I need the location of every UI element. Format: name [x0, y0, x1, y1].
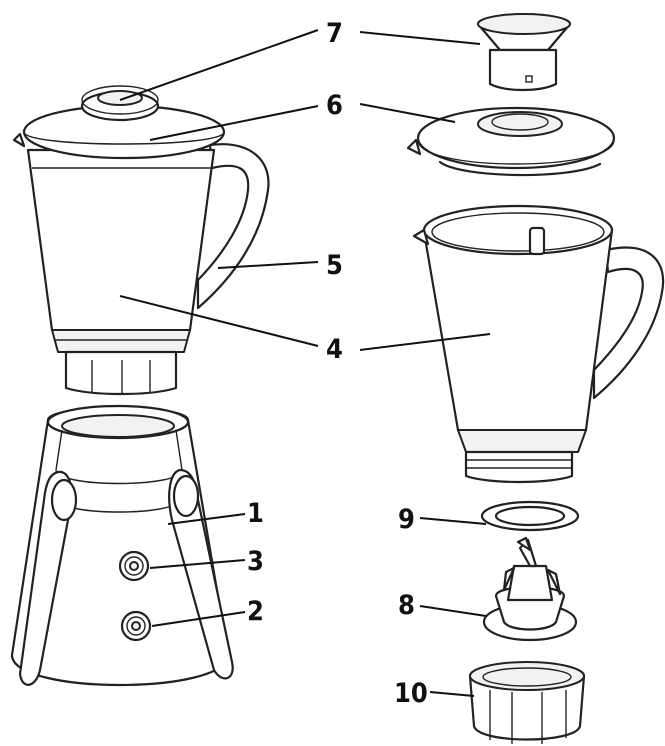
motor-base — [10, 404, 234, 687]
jug-handle-right — [592, 246, 665, 400]
jug-exploded — [412, 204, 665, 484]
label-5: 5 — [326, 250, 343, 281]
assembled-jug — [12, 85, 270, 396]
leader-lines — [119, 29, 491, 697]
label-9: 9 — [398, 504, 415, 535]
blade-assembly — [482, 536, 578, 642]
label-7: 7 — [326, 18, 343, 49]
jug-handle-left — [196, 143, 270, 310]
label-4: 4 — [326, 334, 343, 365]
jug-collar-left — [51, 329, 191, 353]
jug-thread-left — [64, 350, 178, 396]
label-6: 6 — [326, 90, 343, 121]
label-10: 10 — [394, 678, 428, 709]
measuring-cap — [476, 13, 572, 92]
lid-exploded — [406, 106, 616, 177]
callout-labels: 7 6 5 4 1 3 2 9 8 10 — [247, 18, 428, 709]
label-2: 2 — [247, 596, 264, 627]
seal-ring — [480, 500, 580, 532]
base-nut — [468, 661, 586, 744]
label-1: 1 — [247, 498, 264, 529]
label-8: 8 — [398, 590, 415, 621]
label-3: 3 — [247, 546, 264, 577]
